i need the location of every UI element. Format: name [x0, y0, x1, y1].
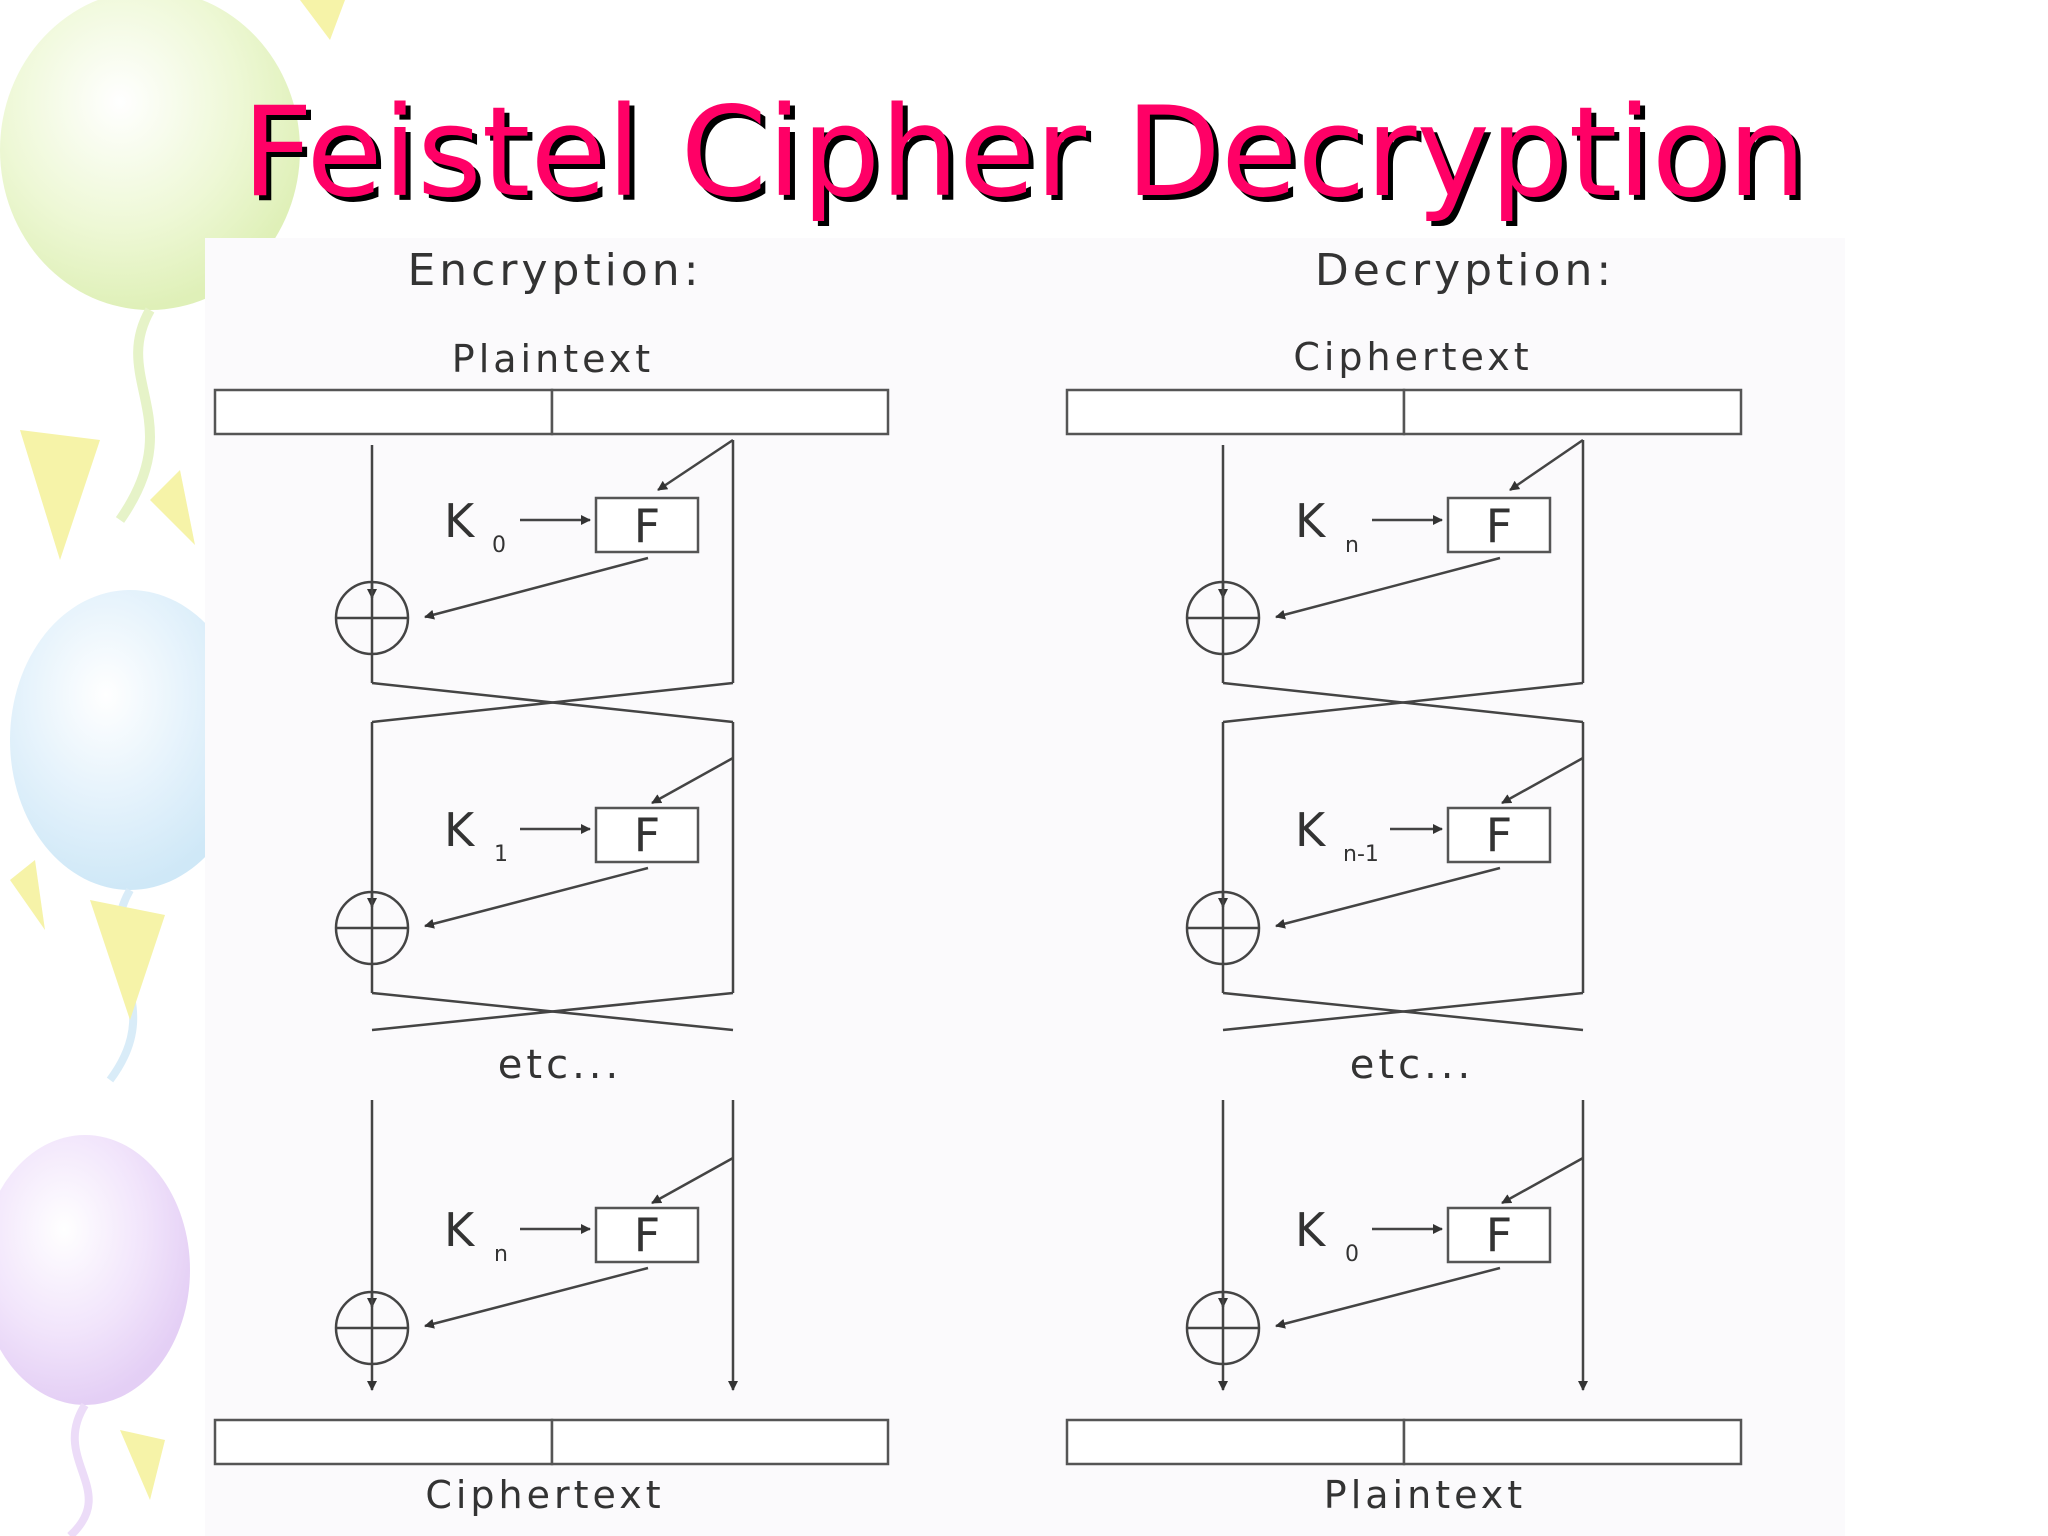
decryption-key-subscript: 0	[1345, 1242, 1359, 1267]
decryption-ciphertext-label: Ciphertext	[1293, 335, 1532, 379]
decryption-key-symbol: K	[1295, 494, 1327, 548]
encryption-input-block-right	[550, 388, 890, 436]
encryption-network: Encryption: Plaintext K 0 F	[213, 245, 890, 1517]
xor-icon	[334, 1290, 410, 1366]
decryption-round-n: K 0 F	[1185, 1100, 1588, 1391]
encryption-f-box	[594, 496, 700, 554]
decryption-key-subscript: n-1	[1343, 842, 1379, 867]
decryption-f-label: F	[1486, 499, 1512, 553]
encryption-f-box	[594, 806, 700, 864]
encryption-input-block-left	[213, 388, 554, 436]
sparkle-rays	[10, 0, 345, 1500]
encryption-key-subscript: 0	[492, 533, 506, 558]
decryption-key-symbol: K	[1295, 1203, 1327, 1257]
xor-icon	[1185, 1290, 1261, 1366]
encryption-etc-label: etc...	[498, 1042, 622, 1088]
decryption-network: Decryption: Ciphertext K n F	[1065, 245, 1743, 1517]
encryption-output-block-right	[550, 1418, 890, 1466]
decryption-input-block-right	[1402, 388, 1743, 436]
decryption-key-symbol: K	[1295, 803, 1327, 857]
encryption-output-block-left	[213, 1418, 554, 1466]
decryption-round-2: K n-1 F	[1185, 722, 1585, 1032]
decryption-plaintext-label: Plaintext	[1324, 1473, 1526, 1517]
xor-icon	[1185, 890, 1261, 966]
decryption-input-block-left	[1065, 388, 1406, 436]
slide-title: Feistel Cipher Decryption	[241, 81, 1807, 225]
encryption-f-label: F	[634, 1208, 660, 1262]
decryption-output-block-right	[1402, 1418, 1743, 1466]
xor-icon	[334, 890, 410, 966]
encryption-f-box	[594, 1206, 700, 1264]
encryption-f-label: F	[634, 808, 660, 862]
decryption-heading: Decryption:	[1315, 245, 1615, 296]
xor-icon	[1185, 580, 1261, 656]
xor-icon	[334, 580, 410, 656]
encryption-heading: Encryption:	[407, 245, 702, 296]
encryption-key-subscript: 1	[494, 842, 508, 867]
decryption-f-label: F	[1486, 808, 1512, 862]
encryption-key-symbol: K	[444, 494, 476, 548]
decryption-f-label: F	[1486, 1208, 1512, 1262]
encryption-key-subscript: n	[494, 1242, 508, 1267]
encryption-ciphertext-label: Ciphertext	[425, 1473, 664, 1517]
encryption-round-n: K n F	[334, 1100, 738, 1391]
encryption-round-2: K 1 F	[334, 722, 735, 1032]
decryption-f-box	[1446, 806, 1552, 864]
encryption-plaintext-label: Plaintext	[452, 337, 654, 381]
decryption-round-1: K n F	[1185, 438, 1585, 724]
decryption-f-box	[1446, 1206, 1552, 1264]
decryption-key-subscript: n	[1345, 533, 1359, 558]
encryption-round-1: K 0 F	[334, 438, 735, 724]
encryption-f-label: F	[634, 499, 660, 553]
decryption-etc-label: etc...	[1350, 1042, 1474, 1088]
encryption-key-symbol: K	[444, 803, 476, 857]
decryption-output-block-left	[1065, 1418, 1406, 1466]
decryption-f-box	[1446, 496, 1552, 554]
balloon-purple	[0, 1135, 190, 1536]
balloon-green	[0, 0, 300, 523]
encryption-key-symbol: K	[444, 1203, 476, 1257]
diagram-panel	[205, 238, 1845, 1536]
